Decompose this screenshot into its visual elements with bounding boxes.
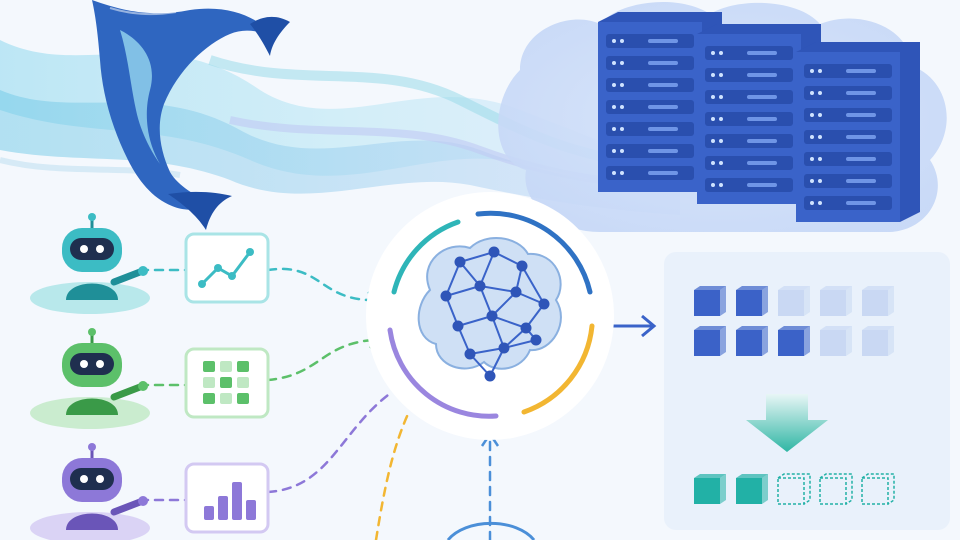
cube-dark [736, 286, 768, 316]
cube-grid-icon [694, 286, 895, 505]
server-rack-icon [598, 12, 920, 222]
robot-icon [62, 328, 148, 415]
cube-outline [861, 473, 895, 505]
cube-light [820, 286, 852, 316]
brain-node [454, 256, 466, 268]
cube-teal [736, 474, 768, 504]
cube-dark [694, 326, 726, 356]
brain-node [484, 370, 496, 382]
whale-icon [92, 0, 290, 230]
brain-node [486, 310, 498, 322]
cube-outline [777, 473, 811, 505]
output-panel [664, 252, 950, 530]
agent-green [30, 328, 270, 429]
agent-purple [30, 443, 270, 540]
cube-dark [694, 286, 726, 316]
cube-light [862, 286, 894, 316]
server-rack-3 [796, 42, 920, 222]
agents-group [30, 213, 270, 540]
robot-icon [62, 213, 148, 300]
grid-table-icon [184, 347, 270, 419]
brain-node [520, 322, 532, 334]
cube-light [862, 326, 894, 356]
brain-node [530, 334, 542, 346]
brain-node [510, 286, 522, 298]
cube-dark [778, 326, 810, 356]
cube-outline [819, 473, 853, 505]
brain-node [498, 342, 510, 354]
brain-node [452, 320, 464, 332]
server-rack-2 [697, 24, 821, 204]
brain-node [440, 290, 452, 302]
robot-icon [62, 443, 148, 530]
bottom-node [446, 521, 536, 540]
brain-node [538, 298, 550, 310]
cube-light [820, 326, 852, 356]
bar-chart-icon [184, 462, 270, 534]
cube-teal [694, 474, 726, 504]
brain-node [464, 348, 476, 360]
down-arrow-icon [746, 394, 828, 452]
right-arrow-icon [606, 314, 657, 338]
cube-dark [736, 326, 768, 356]
line-chart-icon [184, 232, 270, 304]
brain-node [516, 260, 528, 272]
cube-light [778, 286, 810, 316]
agent-teal [30, 213, 270, 314]
brain-node [474, 280, 486, 292]
brain-node [488, 246, 500, 258]
connectors [138, 267, 492, 540]
neural-brain-icon [366, 192, 614, 440]
server-rack-1 [598, 12, 722, 192]
